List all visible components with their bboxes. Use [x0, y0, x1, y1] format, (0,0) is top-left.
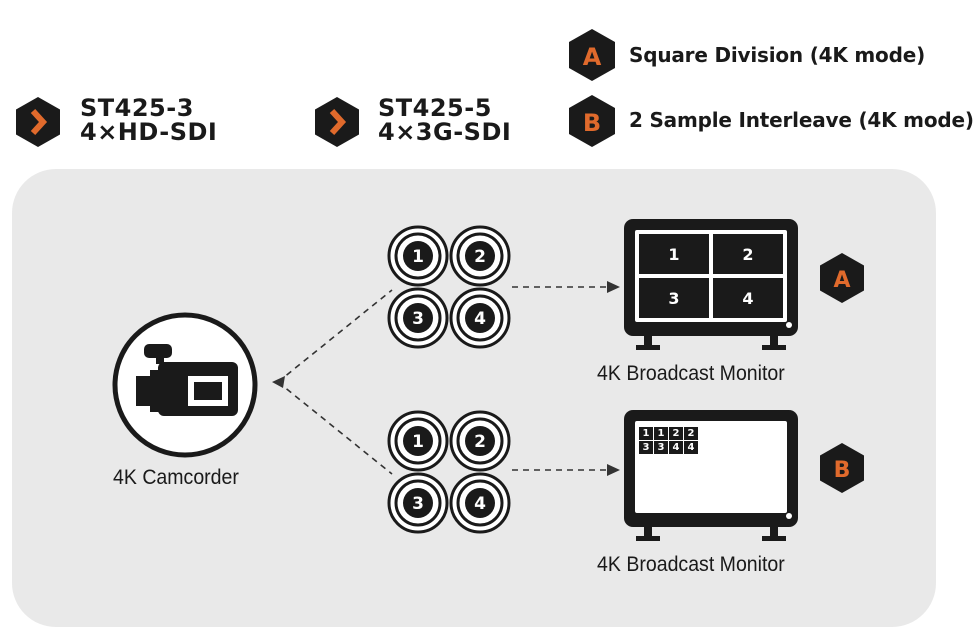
port-number: 1: [412, 432, 424, 452]
cell-number: 4: [742, 288, 754, 308]
standard-name: ST425-3: [80, 94, 194, 122]
interleave-cell: 2: [669, 427, 683, 440]
monitor-a-badge-icon: A: [820, 253, 864, 303]
monitor-a: 1 2 3 4: [624, 219, 798, 359]
monitor-foot-left: [644, 527, 652, 537]
badge-letter: A: [583, 43, 602, 71]
bnc-port-1-icon: 1: [387, 410, 449, 472]
monitor-b: 1 1 2 2 3 3 4 4: [624, 410, 798, 550]
standard-name: ST425-5: [378, 94, 492, 122]
quad-cell: 1: [639, 234, 709, 274]
interleave-cell: 2: [684, 427, 698, 440]
cell-number: 4: [672, 442, 680, 453]
monitor-foot-right: [770, 527, 778, 537]
standard-interface: 4×3G-SDI: [378, 118, 512, 146]
interleave-cell: 3: [639, 441, 653, 454]
cell-number: 4: [687, 442, 695, 453]
cell-number: 1: [642, 428, 650, 439]
bnc-port-4-icon: 4: [449, 287, 511, 349]
cell-number: 2: [742, 244, 754, 264]
cell-number: 3: [642, 442, 650, 453]
bnc-port-3-icon: 3: [387, 472, 449, 534]
badge-letter: A: [833, 268, 850, 293]
camcorder-icon: [112, 312, 258, 458]
cell-number: 1: [668, 244, 680, 264]
mode-b-badge-icon: B: [569, 95, 615, 147]
chevron-right-icon: [16, 97, 60, 147]
interleave-grid: 1 1 2 2 3 3 4 4: [639, 427, 699, 455]
cell-number: 3: [657, 442, 665, 453]
chevron-right-icon: [315, 97, 359, 147]
bnc-port-3-icon: 3: [387, 287, 449, 349]
power-led: [786, 513, 792, 519]
port-number: 3: [412, 494, 424, 514]
bnc-connector-group-st425-5: 1 2 3 4: [387, 410, 511, 534]
monitor-foot-left: [644, 336, 652, 346]
connection-lines: [272, 281, 620, 476]
interleave-cell: 4: [669, 441, 683, 454]
port-number: 4: [474, 309, 486, 329]
port-number: 3: [412, 309, 424, 329]
cell-number: 2: [687, 428, 695, 439]
quad-cell: 4: [713, 278, 783, 318]
bnc-port-2-icon: 2: [449, 225, 511, 287]
port-number: 2: [474, 247, 486, 267]
monitor-foot-right: [762, 536, 786, 541]
bnc-connector-group-st425-3: 1 2 3 4: [387, 225, 511, 349]
legend: ST425-3 4×HD-SDI ST425-5 4×3G-SDI A Squa…: [0, 0, 974, 160]
standard-st425-3-label: ST425-3 4×HD-SDI: [80, 96, 217, 144]
interleave-cell: 3: [654, 441, 668, 454]
badge-letter: B: [583, 109, 601, 137]
bnc-port-4-icon: 4: [449, 472, 511, 534]
monitor-b-badge-icon: B: [820, 443, 864, 493]
interleave-cell: 1: [654, 427, 668, 440]
monitor-foot-left: [636, 345, 660, 350]
interleave-cell: 4: [684, 441, 698, 454]
arrowhead-right: [607, 281, 620, 293]
standard-interface: 4×HD-SDI: [80, 118, 218, 146]
port-number: 1: [412, 247, 424, 267]
monitor-foot-left: [636, 536, 660, 541]
badge-letter: B: [834, 458, 851, 483]
mode-b-label: 2 Sample Interleave (4K mode): [629, 108, 974, 132]
power-led: [786, 322, 792, 328]
standard-st425-5-label: ST425-5 4×3G-SDI: [378, 96, 511, 144]
monitor-b-label: 4K Broadcast Monitor: [597, 553, 785, 576]
monitor-foot-right: [762, 345, 786, 350]
port-number: 4: [474, 494, 486, 514]
interleave-cell: 1: [639, 427, 653, 440]
cell-number: 3: [668, 288, 680, 308]
camcorder-label: 4K Camcorder: [113, 466, 239, 489]
port-number: 2: [474, 432, 486, 452]
cell-number: 1: [657, 428, 665, 439]
monitor-a-label: 4K Broadcast Monitor: [597, 362, 785, 385]
mode-a-label: Square Division (4K mode): [629, 43, 926, 67]
cell-number: 2: [672, 428, 680, 439]
arrowhead-right: [607, 464, 620, 476]
bnc-port-1-icon: 1: [387, 225, 449, 287]
quad-cell: 3: [639, 278, 709, 318]
mode-a-badge-icon: A: [569, 29, 615, 81]
quad-cell: 2: [713, 234, 783, 274]
monitor-foot-right: [770, 336, 778, 346]
bnc-port-2-icon: 2: [449, 410, 511, 472]
split-arrowhead: [272, 376, 285, 388]
